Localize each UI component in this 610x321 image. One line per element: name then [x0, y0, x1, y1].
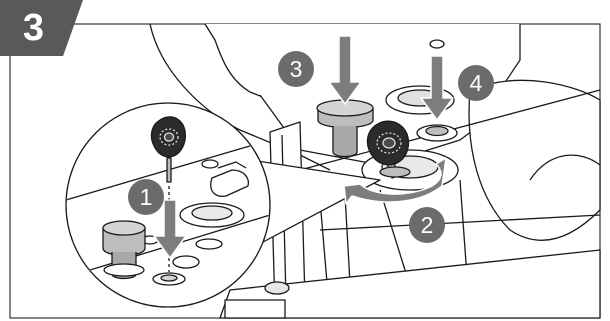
zoom-button-small — [196, 239, 222, 249]
callout-2: 2 — [409, 207, 445, 243]
bracket — [225, 300, 285, 318]
callout-1: 1 — [128, 179, 164, 215]
protective-cap-stem — [333, 126, 357, 157]
bolt-top — [430, 40, 444, 48]
socket-plug — [426, 127, 448, 136]
callout-4: 4 — [458, 65, 494, 101]
zoom-button-mid — [173, 256, 199, 268]
key-in-socket-ring — [380, 167, 410, 177]
key-blade-zoom — [167, 158, 171, 182]
bolt-head — [265, 282, 289, 294]
key-head-right-center — [383, 138, 395, 148]
callout-3: 3 — [278, 51, 314, 87]
